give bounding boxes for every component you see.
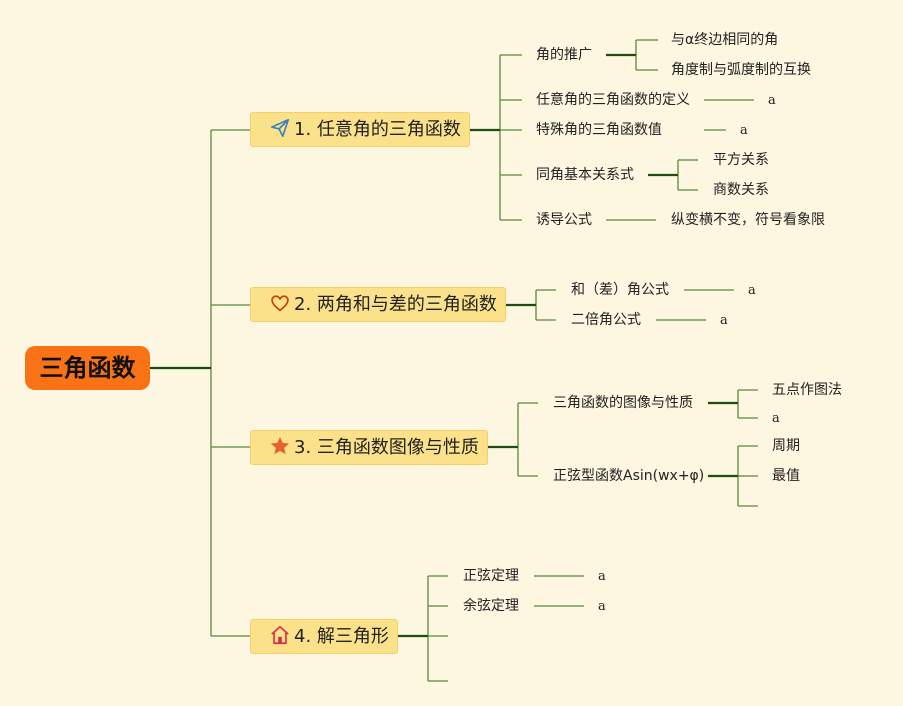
node-basic-relations[interactable]: 同角基本关系式 — [536, 167, 634, 183]
node-cosine-law[interactable]: 余弦定理 — [463, 598, 519, 614]
node-special-values[interactable]: 特殊角的三角函数值 — [536, 122, 662, 138]
node-definition[interactable]: 任意角的三角函数的定义 — [536, 92, 690, 108]
topic-label: 3. 三角函数图像与性质 — [294, 437, 479, 458]
node-value[interactable]: a — [748, 283, 756, 298]
node-sine-law[interactable]: 正弦定理 — [463, 568, 519, 584]
node-sum-formula[interactable]: 和（差）角公式 — [571, 282, 669, 298]
root-node[interactable]: 三角函数 — [25, 346, 150, 390]
topic-label: 4. 解三角形 — [294, 626, 389, 647]
heart-icon — [269, 292, 291, 314]
node-value[interactable]: a — [598, 599, 606, 614]
node-extremum[interactable]: 最值 — [772, 468, 800, 484]
node-value[interactable]: a — [720, 313, 728, 328]
topic-label: 2. 两角和与差的三角函数 — [294, 294, 497, 315]
paper-plane-icon — [269, 117, 291, 139]
node-square-relation[interactable]: 平方关系 — [713, 152, 769, 168]
node-graph-properties[interactable]: 三角函数的图像与性质 — [553, 395, 693, 411]
node-quotient-relation[interactable]: 商数关系 — [713, 182, 769, 198]
node-coterminal-angles[interactable]: 与α终边相同的角 — [671, 32, 779, 48]
topic-solve-triangle[interactable]: 4. 解三角形 — [250, 619, 398, 654]
node-period[interactable]: 周期 — [772, 438, 800, 454]
node-value[interactable]: a — [598, 569, 606, 584]
node-induction-formula[interactable]: 诱导公式 — [536, 212, 592, 228]
node-angle-generalization[interactable]: 角的推广 — [536, 47, 592, 63]
topic-graphs-properties[interactable]: 3. 三角函数图像与性质 — [250, 430, 488, 465]
node-sinusoidal[interactable]: 正弦型函数Asin(wx+φ) — [553, 468, 705, 484]
topic-label: 1. 任意角的三角函数 — [294, 119, 461, 140]
house-icon — [269, 624, 291, 646]
node-induction-rule[interactable]: 纵变横不变，符号看象限 — [671, 212, 825, 228]
node-value[interactable]: a — [740, 123, 748, 138]
topic-trig-functions[interactable]: 1. 任意角的三角函数 — [250, 112, 470, 147]
node-value[interactable]: a — [768, 93, 776, 108]
node-value[interactable]: a — [772, 411, 780, 426]
node-double-angle[interactable]: 二倍角公式 — [571, 312, 641, 328]
star-icon — [269, 435, 291, 457]
topic-sum-difference[interactable]: 2. 两角和与差的三角函数 — [250, 287, 506, 322]
node-degree-radian[interactable]: 角度制与弧度制的互换 — [671, 62, 811, 78]
node-five-point[interactable]: 五点作图法 — [772, 382, 842, 398]
